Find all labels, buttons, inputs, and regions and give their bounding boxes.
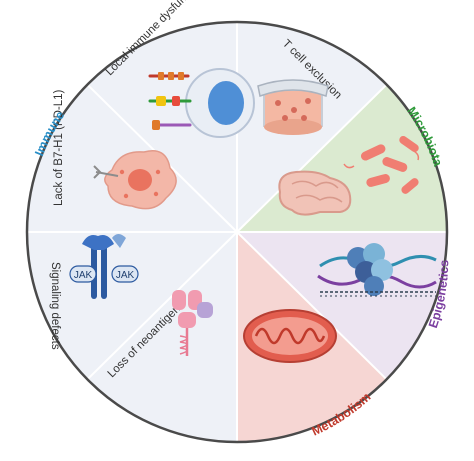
- neoantigens-sector: [87, 232, 237, 443]
- mitochondria-icon: [243, 309, 337, 363]
- outer-ring: [25, 20, 449, 444]
- bacteria-icon: [343, 135, 420, 194]
- t-cell-receptor-icon: [148, 68, 255, 138]
- intestine-icon: [278, 170, 352, 216]
- sector-dividers: [27, 22, 447, 442]
- epigenetics-sector: [237, 232, 448, 380]
- jak-right-label: JAK: [116, 270, 135, 281]
- jak-left-label: JAK: [74, 270, 93, 281]
- jak-right-box: [111, 265, 139, 283]
- label-signaling-defects: Signaling defects: [49, 262, 61, 350]
- label-lack-of-b7h1: Lack of B7-H1 (PD-L1): [53, 90, 65, 206]
- tumor-barrier-icon: [257, 79, 329, 135]
- tumor-cell-antibody-icon: [93, 150, 177, 210]
- jak-receptor-icon: JAK JAK: [69, 234, 139, 299]
- mhc-neoantigen-icon: [172, 290, 213, 356]
- nucleosome-dna-icon: [317, 243, 437, 297]
- jak-left-box: [69, 265, 97, 283]
